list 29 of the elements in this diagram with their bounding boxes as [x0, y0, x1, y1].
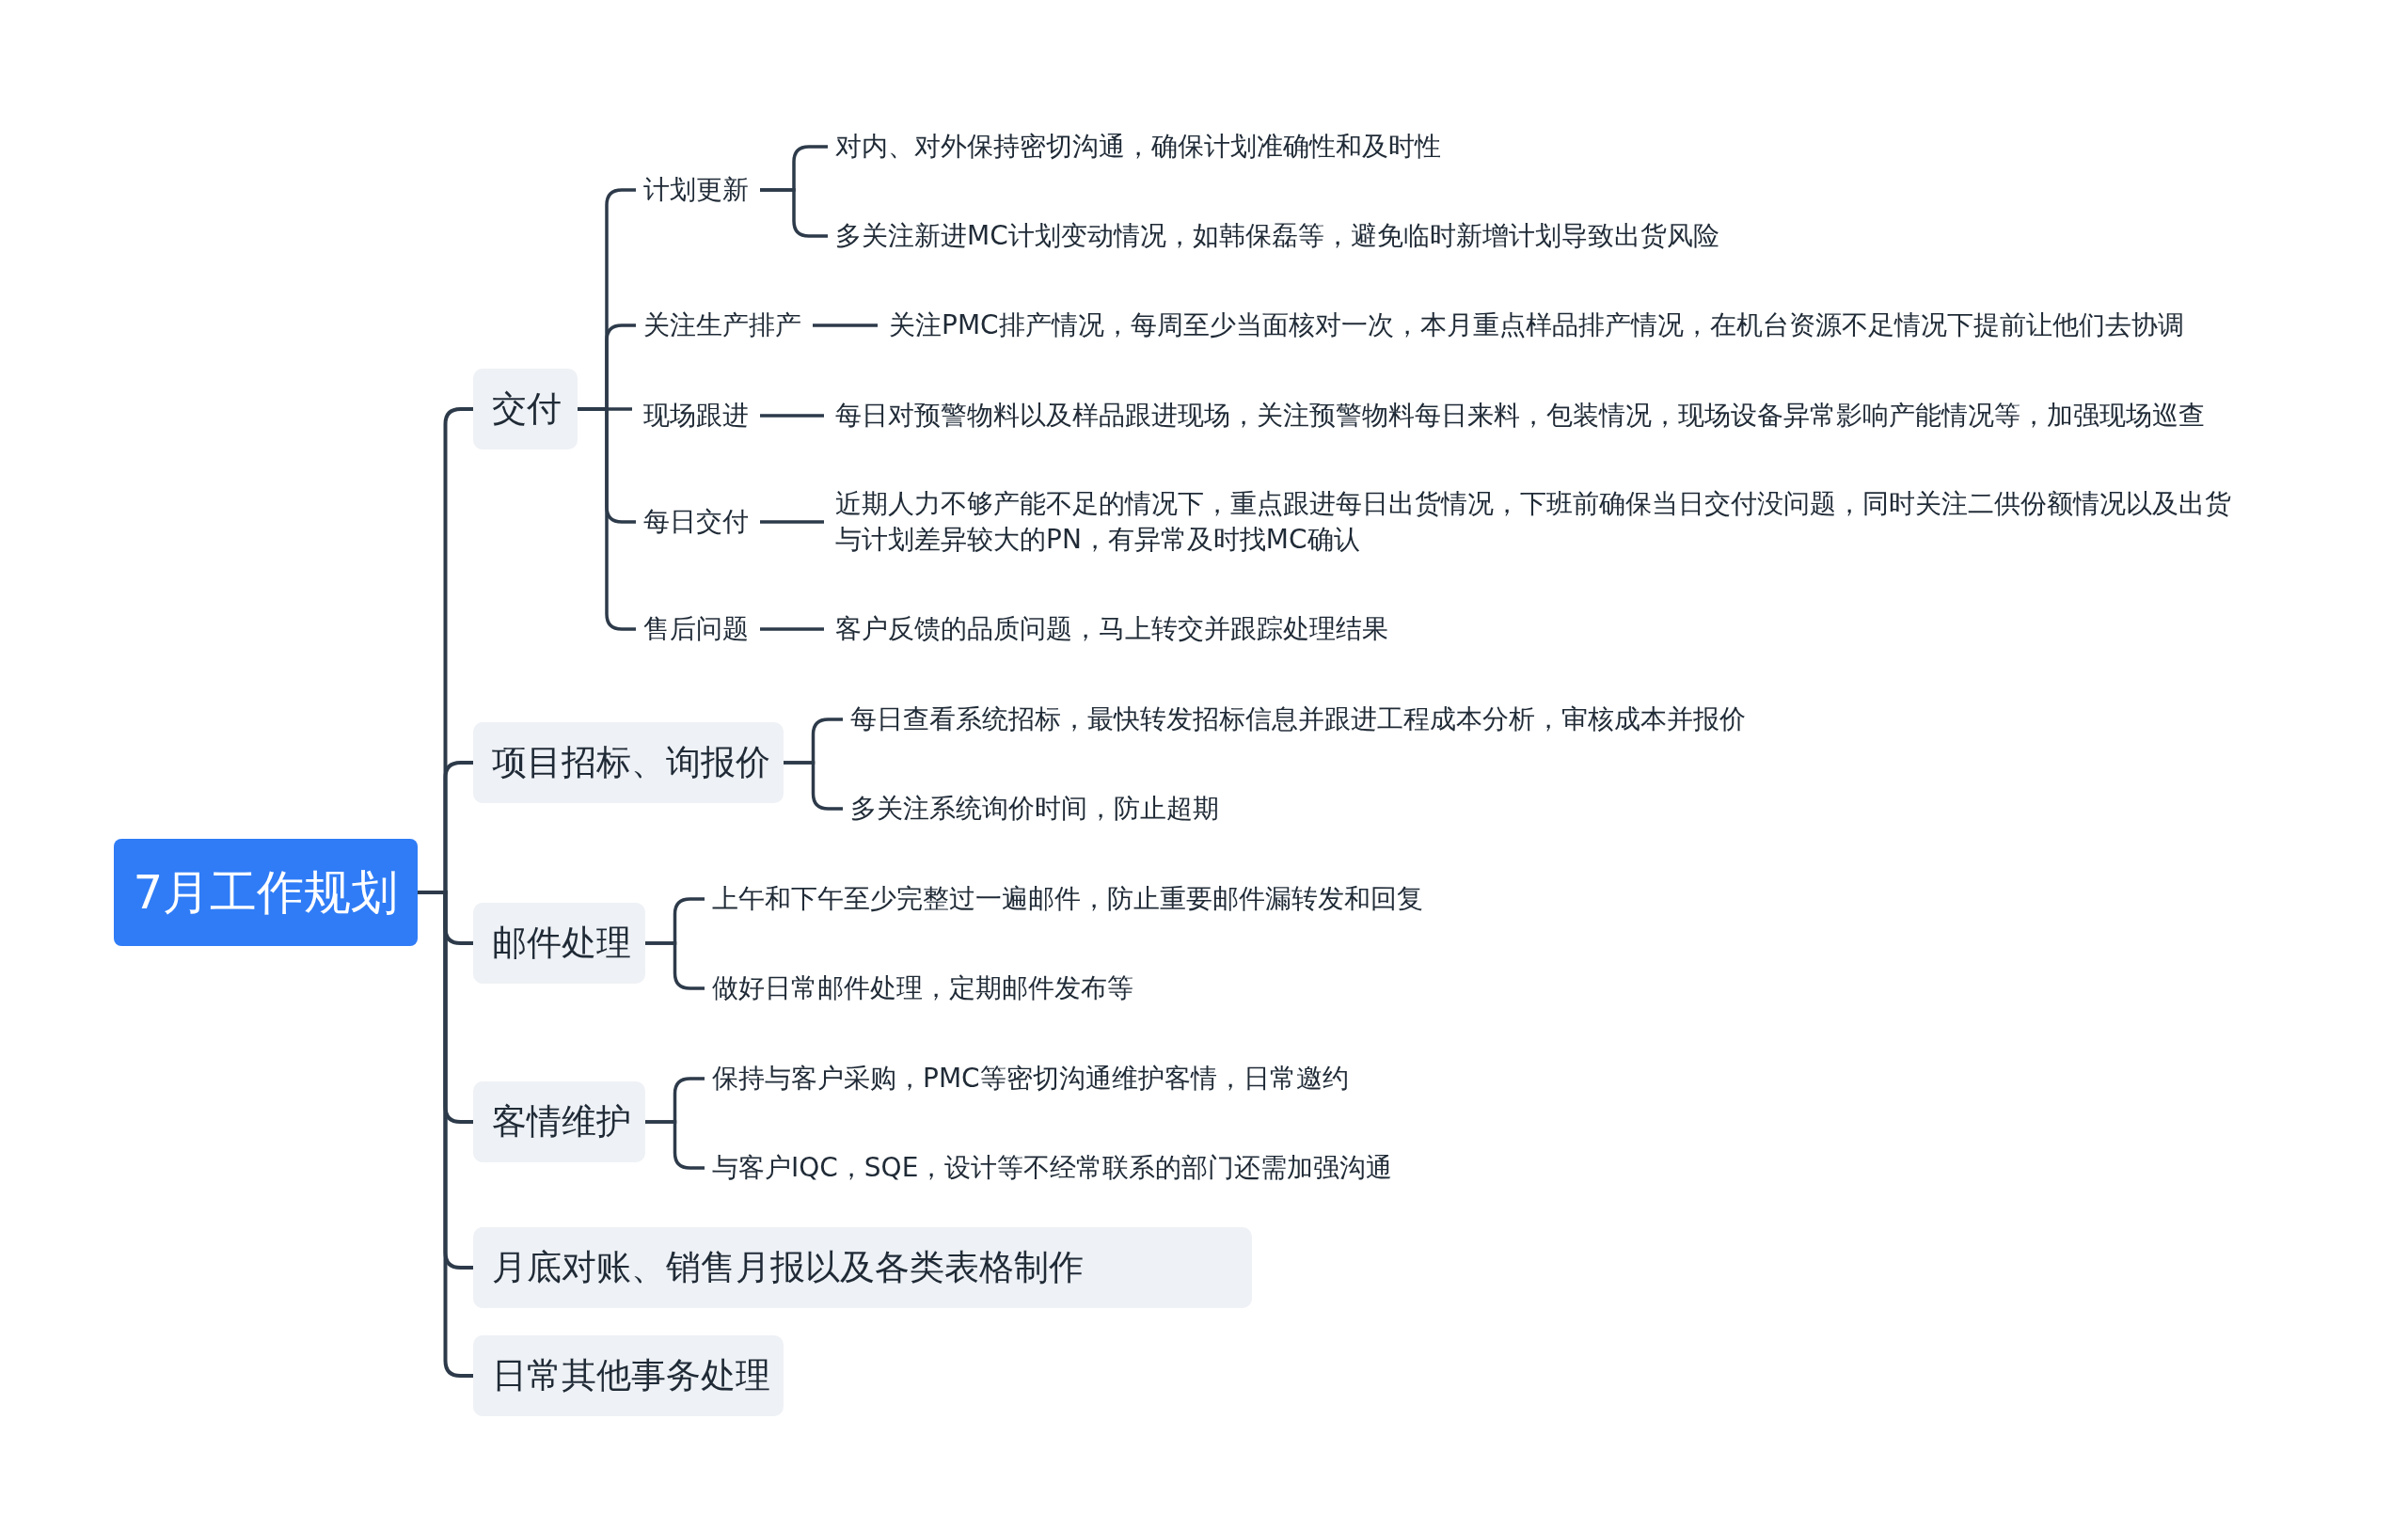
topic-text: 现场跟进: [640, 396, 752, 435]
topic-box: 客情维护: [473, 1081, 645, 1162]
topic-box: 项目招标、询报价: [473, 722, 784, 803]
topic-text: 客户反馈的品质问题，马上转交并跟踪处理结果: [832, 609, 1392, 649]
topic-text: 近期人力不够产能不足的情况下，重点跟进每日出货情况，下班前确保当日交付没问题，同时关注二供份额情况以及出货与计划差异较大的PN，有异常及时找MC确认: [832, 484, 2242, 560]
topic-text: 上午和下午至少完整过一遍邮件，防止重要邮件漏转发和回复: [708, 879, 1427, 919]
topic-text: 每日交付: [640, 502, 752, 542]
topic-text: 与客户IQC，SQE，设计等不经常联系的部门还需加强沟通: [708, 1148, 1397, 1188]
topic-box: 月底对账、销售月报以及各类表格制作: [473, 1227, 1252, 1308]
topic-box: 邮件处理: [473, 903, 645, 984]
connector-line: [813, 323, 878, 327]
connector-line: [760, 520, 824, 524]
topic-text: 多关注新进MC计划变动情况，如韩保磊等，避免临时新增计划导致出货风险: [832, 216, 1723, 256]
topic-text: 每日对预警物料以及样品跟进现场，关注预警物料每日来料，包装情况，现场设备异常影响产能情况等，加强现场巡查: [832, 396, 2209, 435]
topic-box: 交付: [473, 369, 578, 450]
connector-line: [760, 414, 824, 418]
topic-box: 日常其他事务处理: [473, 1335, 784, 1416]
root-topic-box: 7月工作规划: [114, 839, 418, 946]
topic-text: 关注生产排产: [640, 306, 805, 345]
topic-text: 多关注系统询价时间，防止超期: [847, 789, 1223, 828]
connector-line: [760, 627, 824, 631]
topic-text: 对内、对外保持密切沟通，确保计划准确性和及时性: [832, 127, 1445, 166]
topic-text: 关注PMC排产情况，每周至少当面核对一次，本月重点样品排产情况，在机台资源不足情况下提前让他们去协调: [885, 306, 2188, 345]
topic-text: 保持与客户采购，PMC等密切沟通维护客情，日常邀约: [708, 1059, 1353, 1098]
topic-text: 每日查看系统招标，最快转发招标信息并跟进工程成本分析，审核成本并报价: [847, 700, 1750, 739]
topic-text: 计划更新: [640, 170, 752, 210]
connector-line: [418, 891, 473, 1378]
topic-text: 做好日常邮件处理，定期邮件发布等: [708, 969, 1137, 1008]
topic-text: 售后问题: [640, 609, 752, 649]
